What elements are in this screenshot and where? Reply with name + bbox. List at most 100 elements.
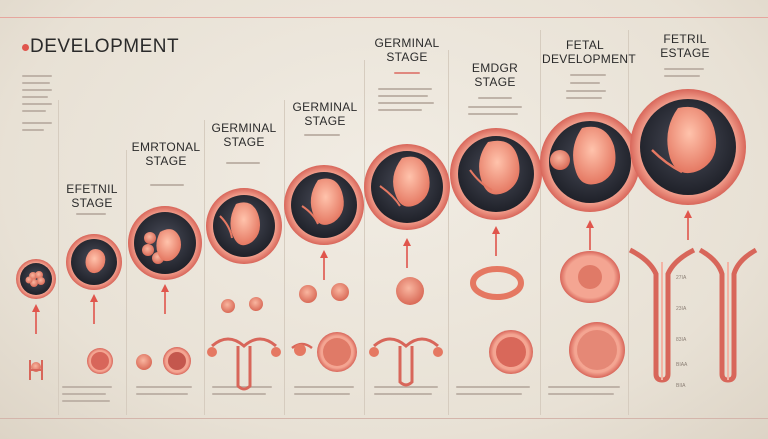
stage-label-6-line1: EMDGR (471, 61, 519, 75)
arrow-up-icon (160, 283, 170, 315)
stage-9-orb (630, 89, 746, 205)
scale-label: BIAA (676, 362, 688, 368)
column-divider (364, 60, 365, 415)
uterus-icon (369, 337, 443, 387)
column-divider (126, 150, 127, 415)
arrow-up-icon (491, 225, 501, 257)
stage-label-7-line2: DEVELOPMENT (542, 52, 636, 66)
column-divider (284, 100, 285, 415)
placeholder-text-line (570, 74, 606, 76)
column-divider (58, 100, 59, 415)
stage-label-1-line2: STAGE (71, 196, 113, 210)
top-rule (0, 17, 768, 18)
placeholder-text-line (22, 96, 48, 98)
placeholder-text-line (212, 393, 266, 395)
placeholder-text-line (62, 400, 110, 402)
placeholder-text-line (378, 109, 422, 111)
stage-7-orb (450, 128, 542, 220)
placeholder-text-line (22, 129, 44, 131)
page-title: DEVELOPMENT (30, 36, 180, 57)
placeholder-text-line (212, 386, 272, 388)
placeholder-text-line (22, 82, 50, 84)
title-bullet-icon (22, 44, 29, 51)
placeholder-text-line (294, 393, 350, 395)
stage-label-8-line1: FETRIL (663, 32, 707, 46)
stage-label-5-line2: STAGE (386, 50, 428, 64)
stage-label-1: EFETNIL STAGE (60, 182, 124, 210)
stage-label-2-line2: STAGE (145, 154, 187, 168)
arrow-up-icon (319, 249, 329, 281)
placeholder-text-line (374, 393, 432, 395)
arrow-up-icon (89, 293, 99, 325)
stage-label-5-line1: GERMINAL (374, 36, 440, 50)
stage-8-orb (540, 112, 640, 212)
stage-label-7-line1: FETAL (566, 38, 604, 52)
placeholder-text-line (22, 89, 52, 91)
stage-4-orb (206, 188, 282, 264)
placeholder-text-line (664, 75, 700, 77)
stage-label-3: GERMINAL STAGE (206, 121, 282, 149)
stage-label-2-line1: EMRTONAL (131, 140, 201, 154)
placeholder-text-line (548, 386, 620, 388)
placeholder-text-line (62, 393, 106, 395)
placeholder-text-line (76, 213, 106, 215)
stage-5-orb (284, 165, 364, 245)
bottom-rule (0, 418, 768, 419)
stage-1-orb (16, 259, 56, 299)
stage-label-4: GERMINAL STAGE (286, 100, 364, 128)
placeholder-text-line (548, 393, 614, 395)
placeholder-text-line (136, 386, 192, 388)
scale-label: 83IA (676, 337, 687, 343)
placeholder-text-line (136, 393, 188, 395)
placeholder-text-line (378, 95, 428, 97)
placeholder-text-line (394, 72, 420, 74)
placeholder-text-line (456, 393, 522, 395)
stage-label-5: GERMINAL STAGE (366, 36, 448, 64)
arrow-up-icon (31, 303, 41, 335)
column-divider (540, 30, 541, 415)
placeholder-text-line (468, 106, 522, 108)
placeholder-text-line (570, 82, 600, 84)
stage-label-8-line2: ESTAGE (660, 46, 710, 60)
placeholder-text-line (304, 134, 340, 136)
stage-label-2: EMRTONAL STAGE (128, 140, 204, 168)
stage-label-6-line2: STAGE (474, 75, 516, 89)
placeholder-text-line (468, 113, 518, 115)
scale-label: BIIA (676, 383, 686, 389)
stage-2-orb (66, 234, 122, 290)
small-figure-icon (29, 360, 43, 380)
placeholder-text-line (378, 88, 432, 90)
stage-3-orb (128, 206, 202, 280)
placeholder-text-line (378, 102, 434, 104)
stage-label-3-line1: GERMINAL (211, 121, 277, 135)
column-divider (204, 120, 205, 415)
placeholder-text-line (22, 75, 52, 77)
stage-label-4-line2: STAGE (304, 114, 346, 128)
placeholder-text-line (294, 386, 354, 388)
stage-label-8: FETRIL ESTAGE (640, 32, 730, 60)
cell-row (31, 251, 625, 378)
placeholder-text-line (566, 90, 606, 92)
uterus-cross-section-icon (628, 247, 758, 383)
placeholder-text-line (62, 386, 112, 388)
stage-label-4-line1: GERMINAL (292, 100, 358, 114)
scale-label: 23IA (676, 306, 687, 312)
placeholder-text-line (456, 386, 530, 388)
placeholder-text-line (150, 184, 184, 186)
stage-6-orb (364, 144, 450, 230)
column-divider (628, 30, 629, 415)
arrow-up-icon (585, 219, 595, 251)
stage-label-3-line2: STAGE (223, 135, 265, 149)
placeholder-text-line (226, 162, 260, 164)
placeholder-text-line (566, 97, 602, 99)
column-divider (448, 50, 449, 415)
uterus-icon (207, 337, 281, 391)
placeholder-text-line (664, 68, 704, 70)
placeholder-text-line (374, 386, 438, 388)
arrow-up-icon (683, 209, 693, 241)
placeholder-text-line (22, 122, 52, 124)
placeholder-text-line (22, 103, 52, 105)
uterus-icon (291, 342, 313, 356)
